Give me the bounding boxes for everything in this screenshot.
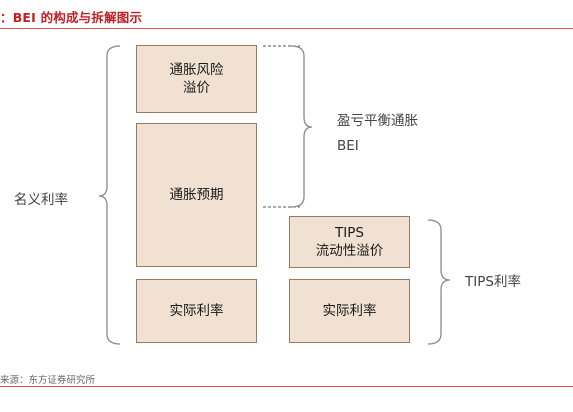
- title-divider: [0, 28, 573, 29]
- inflation-risk-premium-box: 通胀风险 溢价: [136, 45, 257, 113]
- inflation-expectation-label: 通胀预期: [169, 187, 224, 203]
- real-rate-right-box: 实际利率: [289, 279, 410, 343]
- nominal-rate-brace: [98, 45, 121, 345]
- inflation-risk-premium-line1: 通胀风险: [169, 62, 224, 78]
- inflation-risk-premium-line2: 溢价: [183, 80, 210, 96]
- tips-liquidity-premium-box: TIPS 流动性溢价: [289, 216, 410, 268]
- real-rate-left-box: 实际利率: [136, 279, 257, 343]
- tips-rate-brace: [427, 219, 451, 345]
- footer-divider: [0, 386, 573, 387]
- tips-liquidity-premium-line1: TIPS: [335, 225, 364, 241]
- real-rate-left-label: 实际利率: [169, 303, 224, 319]
- nominal-rate-label: 名义利率: [14, 192, 68, 208]
- inflation-expectation-box: 通胀预期: [136, 123, 257, 267]
- figure-title: ：BEI 的构成与拆解图示: [0, 10, 143, 25]
- real-rate-right-label: 实际利率: [322, 303, 377, 319]
- bei-brace: [290, 45, 313, 208]
- breakeven-inflation-label: 盈亏平衡通胀: [337, 113, 418, 129]
- source-note: 来源：东方证券研究所: [0, 375, 96, 386]
- tips-rate-label: TIPS利率: [465, 274, 521, 290]
- bei-label: BEI: [337, 138, 359, 154]
- tips-liquidity-premium-line2: 流动性溢价: [315, 243, 384, 259]
